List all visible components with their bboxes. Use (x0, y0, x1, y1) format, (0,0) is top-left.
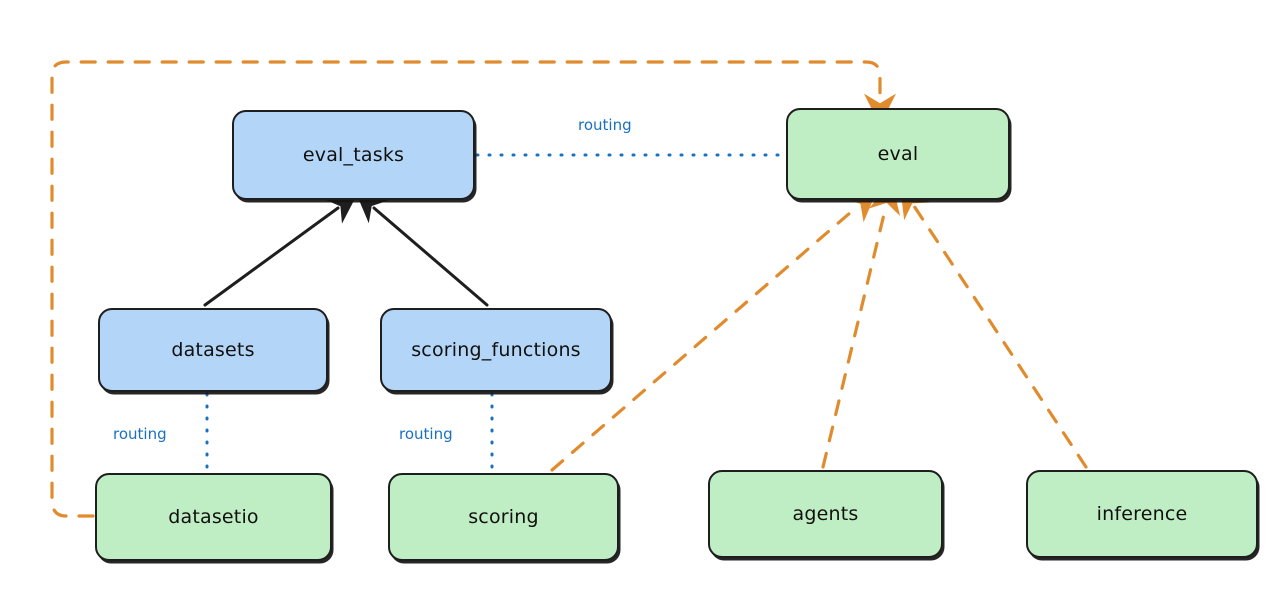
node-agents[interactable]: agents (708, 470, 943, 558)
node-label-eval-tasks: eval_tasks (302, 144, 405, 166)
edge-label-routing-scoring-functions-scoring: routing (399, 425, 453, 443)
edge-datasets-to-eval-tasks (203, 193, 358, 307)
node-datasetio[interactable]: datasetio (95, 473, 332, 561)
node-label-agents: agents (792, 503, 859, 525)
node-datasets[interactable]: datasets (98, 308, 328, 392)
node-label-datasets: datasets (171, 339, 255, 361)
node-inference[interactable]: inference (1026, 470, 1258, 558)
edge-inference-to-eval (899, 184, 1088, 469)
node-label-eval: eval (877, 143, 919, 165)
node-eval-tasks[interactable]: eval_tasks (232, 110, 475, 200)
edge-label-routing-datasets-datasetio: routing (113, 425, 167, 443)
node-label-scoring: scoring (468, 506, 539, 528)
node-scoring-functions[interactable]: scoring_functions (380, 308, 612, 392)
node-label-datasetio: datasetio (168, 506, 259, 528)
edge-label-routing-eval-tasks-eval: routing (578, 116, 632, 134)
node-eval[interactable]: eval (786, 108, 1010, 200)
node-scoring[interactable]: scoring (388, 473, 619, 561)
node-label-inference: inference (1096, 503, 1188, 525)
edge-scoring-functions-to-eval-tasks (355, 192, 489, 307)
edge-agents-to-eval (821, 181, 901, 469)
node-label-scoring-functions: scoring_functions (411, 339, 581, 361)
